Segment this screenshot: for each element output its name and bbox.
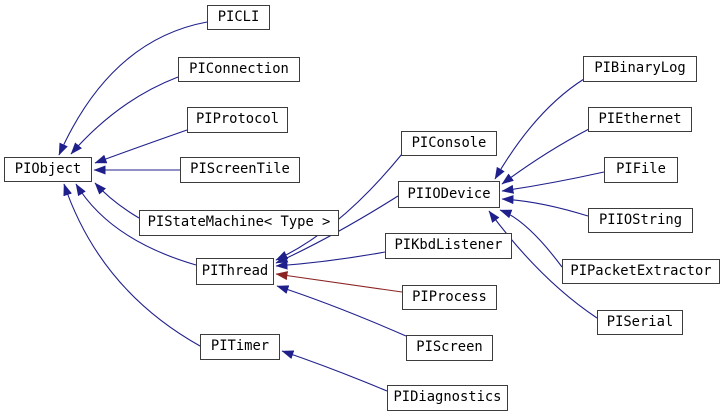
edge-PIProcess-to-PIThread <box>275 271 403 293</box>
class-node-PIScreen[interactable]: PIScreen <box>406 335 493 361</box>
edge-PIProtocol-to-PIObject <box>94 129 188 164</box>
class-node-PIBinaryLog[interactable]: PIBinaryLog <box>583 56 697 82</box>
edge-PIConsole-to-PIThread <box>275 153 403 261</box>
edge-PIKbdListener-to-PIThread <box>275 251 386 270</box>
class-node-PIConnection[interactable]: PIConnection <box>178 57 300 82</box>
edge-PIScreen-to-PIThread <box>276 285 407 337</box>
class-node-PIIOString[interactable]: PIIOString <box>588 208 693 233</box>
class-node-PITimer[interactable]: PITimer <box>200 334 280 360</box>
class-node-PIConsole[interactable]: PIConsole <box>401 131 497 156</box>
class-node-PICLI[interactable]: PICLI <box>207 5 270 30</box>
class-node-PIEthernet[interactable]: PIEthernet <box>588 107 692 132</box>
edge-PISerial-to-PIIODevice <box>488 210 598 319</box>
class-node-PIObject[interactable]: PIObject <box>4 157 92 182</box>
class-node-PIProtocol[interactable]: PIProtocol <box>187 107 288 133</box>
edge-PIIOString-to-PIIODevice <box>501 195 589 217</box>
class-node-PIFile[interactable]: PIFile <box>604 157 678 183</box>
edge-PIPacketExtractor-to-PIIODevice <box>499 209 563 268</box>
edge-PIBinaryLog-to-PIIODevice <box>494 78 585 180</box>
class-node-PIDiagnostics[interactable]: PIDiagnostics <box>387 385 508 411</box>
class-node-PISerial[interactable]: PISerial <box>597 310 683 335</box>
edge-PIDiagnostics-to-PITimer <box>281 350 388 392</box>
class-node-PIStateMachine[interactable]: PIStateMachine< Type > <box>139 210 339 236</box>
class-node-PIIODevice[interactable]: PIIODevice <box>398 181 500 208</box>
edge-PIStateMachine-to-PIObject <box>94 182 140 219</box>
edge-PIConnection-to-PIObject <box>70 76 179 155</box>
class-node-PIScreenTile[interactable]: PIScreenTile <box>180 157 300 183</box>
class-node-PIThread[interactable]: PIThread <box>196 258 274 285</box>
edge-PICLI-to-PIObject <box>58 21 208 156</box>
edge-PIEthernet-to-PIIODevice <box>501 128 590 185</box>
class-node-PIProcess[interactable]: PIProcess <box>402 285 497 310</box>
edge-PIThread-to-PIObject <box>75 183 197 266</box>
edge-PITimer-to-PIObject <box>63 183 201 347</box>
edge-PIFile-to-PIIODevice <box>501 171 605 194</box>
class-node-PIPacketExtractor[interactable]: PIPacketExtractor <box>562 259 720 284</box>
class-node-PIKbdListener[interactable]: PIKbdListener <box>385 233 512 259</box>
